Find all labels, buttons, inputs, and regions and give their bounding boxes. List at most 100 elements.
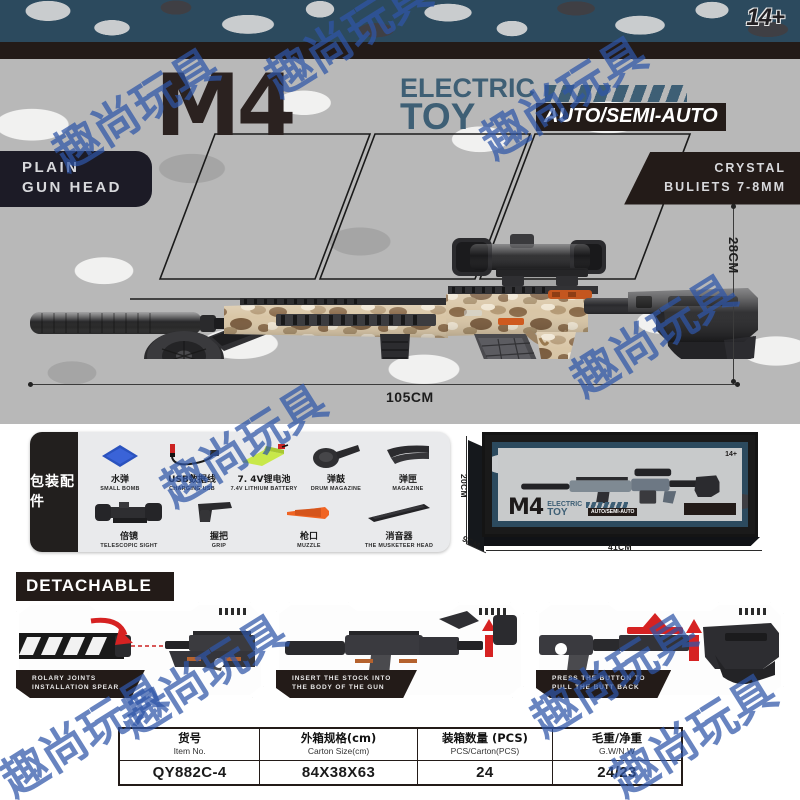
detachable-panel-3: PRESS THE BUTTON TO PULL THE BUTT BACK [536,602,784,698]
header-cn: 装箱数量 (PCS) [441,731,528,745]
panel-notch [479,608,509,615]
table-cell-item-no: QY882C-4 [118,759,261,786]
crystal-bullets-badge: CRYSTAL BULIETS 7-8MM [624,152,800,205]
height-dimension-line [731,204,736,384]
box-height-label: 20CM [459,474,469,498]
muzzle-icon [264,493,354,533]
box-title-group: M4 ELECTRIC TOY [508,497,629,519]
accessory-name-cn: 握把 [209,532,228,543]
table-header-cell: 毛重/净重 G.W/N.W [551,727,683,761]
table-cell-weight: 24/23 [551,759,683,786]
accessory-name-en: MUZZLE [297,542,321,549]
hero-title-block: M4 [155,63,296,148]
detachable-caption-2: INSERT THE STOCK INTO THE BODY OF THE GU… [276,670,417,699]
accessory-item: 7. 4V锂电池 7.4V LITHIUM BATTERY [228,436,300,493]
accessory-name-en: THE MUSKETEER HEAD [364,542,434,549]
accessories-tab-label: 包装配件 [30,432,78,552]
caption-2-line2: THE BODY OF THE GUN [292,684,385,692]
header-en: Item No. [173,745,206,756]
battery-icon [228,436,300,476]
panel-notch [219,608,249,615]
age-rating-badge: 14+ [746,4,785,31]
accessory-name-cn: 枪口 [299,532,318,543]
accessories-row-2: 倍镜 TELESCOPIC SIGHT 握把 GRIP [84,493,444,550]
box-window-area: M4 ELECTRIC TOY AUTO/SEMI-AUTO 14+ [498,448,742,521]
box-title-electric: ELECTRIC [547,500,583,508]
accessories-row-1: 水弹 SMALL BOMB USB数据线 CHARGING USB [84,436,444,493]
caption-3-line2: PULL THE BUTT BACK [552,684,640,692]
table-header-cell: 货号 Item No. [118,727,261,761]
accessory-name-en: MAGAZINE [392,485,424,492]
accessory-name-cn: 弹匣 [398,475,417,486]
plain-gun-head-badge: PLAIN GUN HEAD [0,151,153,207]
retail-box-section: M4 ELECTRIC TOY AUTO/SEMI-AUTO 14+ 20CM … [459,430,780,555]
box-title-toy: TOY [547,507,568,518]
title-electric-toy: ELECTRIC TOY [400,73,535,137]
accessory-name-en: 7.4V LITHIUM BATTERY [230,485,298,492]
accessory-item: 水弹 SMALL BOMB [84,436,156,493]
accessory-item: 弹匣 MAGAZINE [372,436,444,493]
grip-icon [174,493,264,533]
crystal-line1: CRYSTAL [714,161,786,175]
table-value-row: QY882C-4 84X38X63 24 24/23 [118,759,683,786]
accessory-name-en: CHARGING USB [169,485,215,492]
detachable-caption-3: PRESS THE BUTTON TO PULL THE BUTT BACK [536,670,671,699]
detachable-caption-1: ROLARY JOINTS INSTALLATION SPEAR [16,670,145,699]
toy-gun-image [28,214,768,390]
detachable-panel-1-art [19,605,261,695]
stripe-decoration [545,85,687,102]
box-gun-image [521,468,720,504]
magazine-icon [372,436,444,476]
accessory-name-en: DRUM MAGAZINE [310,485,362,492]
box-width-label: 41CM [608,542,632,552]
box-width-line [486,550,762,551]
accessory-name-cn: USB数据线 [168,475,216,486]
accessory-name-en: TELESCOPIC SIGHT [100,542,158,549]
title-toy: TOY [400,95,476,137]
accessory-item: USB数据线 CHARGING USB [156,436,228,493]
table-header-cell: 装箱数量 (PCS) PCS/Carton(PCS) [416,727,553,761]
box-stripes [586,502,629,508]
accessory-name-cn: 倍镜 [119,532,138,543]
caption-2-line1: INSERT THE STOCK INTO [292,674,392,682]
accessory-name-cn: 消音器 [385,532,413,543]
drum-magazine-icon [300,436,372,476]
detachable-panel-2: INSERT THE STOCK INTO THE BODY OF THE GU… [276,602,524,698]
accessory-name-cn: 弹鼓 [326,475,345,486]
specification-table: 货号 Item No. 外箱规格(cm) Carton Size(cm) 装箱数… [118,727,683,786]
caption-1-line1: ROLARY JOINTS [32,674,97,682]
silencer-icon [354,493,444,533]
detachable-heading: DETACHABLE [16,572,174,601]
height-label: 28CM [726,237,741,274]
plain-gun-head-line1: PLAIN [22,159,80,176]
table-cell-carton-size: 84X38X63 [259,759,418,786]
header-en: G.W/N.W [599,745,635,756]
accessory-name-cn: 水弹 [110,475,129,486]
box-front-face: M4 ELECTRIC TOY AUTO/SEMI-AUTO 14+ [482,432,758,537]
accessories-tab-text: 包装配件 [30,473,75,510]
box-crystal-badge [684,503,736,515]
plain-gun-head-line2: GUN HEAD [22,179,123,197]
usb-cable-icon [156,436,228,476]
header-cn: 毛重/净重 [591,731,643,745]
header-en: PCS/Carton(PCS) [450,745,520,756]
top-camo-banner: 14+ [0,0,800,42]
accessory-item: 消音器 THE MUSKETEER HEAD [354,493,444,550]
title-electric: ELECTRIC [400,73,535,103]
accessory-item: 倍镜 TELESCOPIC SIGHT [84,493,174,550]
table-header-cell: 外箱规格(cm) Carton Size(cm) [259,727,418,761]
accessory-item: 枪口 MUZZLE [264,493,354,550]
scope-icon [84,493,174,533]
length-dimension-line [28,382,740,387]
caption-3-line1: PRESS THE BUTTON TO [552,674,646,682]
header-cn: 货号 [178,731,202,745]
hero-section: M4 ELECTRIC TOY AUTO/SEMI-AUTO PLAIN GUN… [0,59,800,424]
length-label: 105CM [386,389,434,405]
box-fire-mode: AUTO/SEMI-AUTO [588,508,638,516]
accessory-name-en: SMALL BOMB [100,485,140,492]
box-height-line [466,436,467,544]
caption-1-line2: INSTALLATION SPEAR [32,684,120,692]
panel-notch [739,608,769,615]
accessories-panel: 包装配件 水弹 SMALL BOMB [30,432,450,552]
